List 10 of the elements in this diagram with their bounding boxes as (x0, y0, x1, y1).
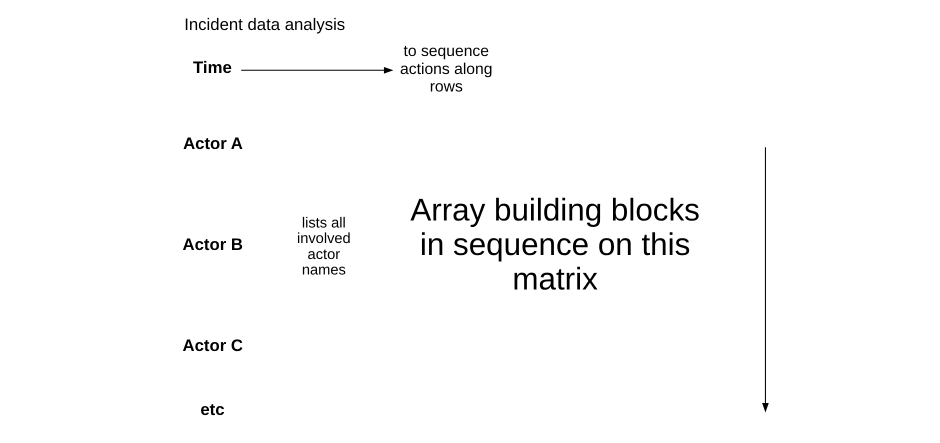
label: lists all involved actor names (296, 215, 351, 279)
arrow (241, 66, 394, 74)
node-text: Actor C (182, 336, 243, 356)
diagram-title: Incident data analysis (184, 14, 346, 34)
node-text: Actor A (183, 134, 243, 154)
node-text: etc (200, 400, 225, 419)
node-text: Actor B (182, 235, 243, 254)
label: Array building blocks in sequence on this matrix (410, 192, 700, 297)
node-text: Time (193, 58, 232, 78)
node-text: to sequence actions along rows (400, 43, 492, 96)
